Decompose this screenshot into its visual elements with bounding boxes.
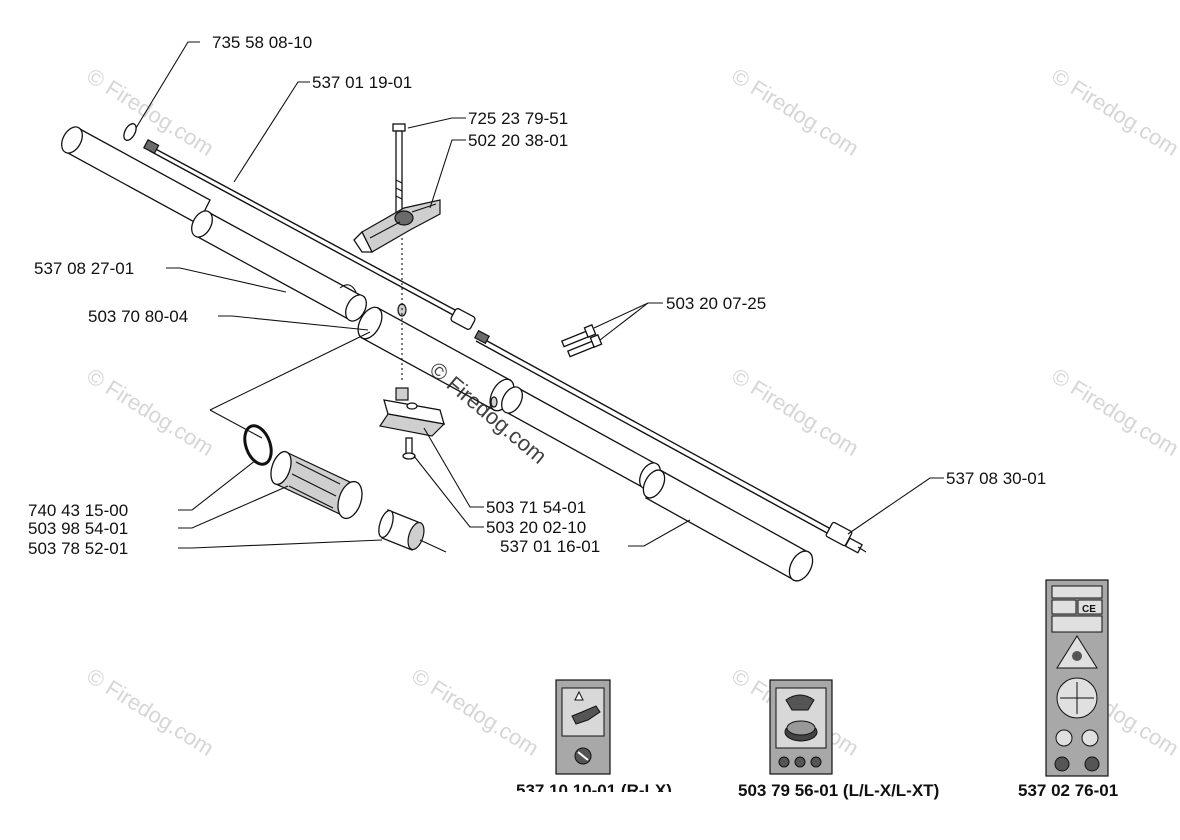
- lower-tube: [501, 386, 814, 582]
- callout-o-ring: 740 43 15-00: [28, 501, 128, 520]
- screws: [560, 324, 603, 358]
- bracket: [378, 387, 446, 437]
- assembly-line: [209, 409, 263, 439]
- watermark: © Firedog.com: [82, 663, 218, 761]
- bottom-screw: [402, 437, 416, 460]
- parts-drawing: [61, 123, 867, 582]
- callout-lower-tube: 537 01 16-01: [500, 537, 600, 556]
- callout-bottom-screw: 503 20 02-10: [486, 518, 586, 537]
- watermark: © Firedog.com: [82, 363, 218, 461]
- decal-hedge-trimmer: [555, 679, 611, 775]
- callout-shaft-end: 537 08 30-01: [946, 469, 1046, 488]
- leader-lines: [135, 41, 944, 549]
- watermarks: © Firedog.com © Firedog.com © Firedog.co…: [82, 63, 1180, 761]
- callout-bracket: 503 71 54-01: [486, 498, 586, 517]
- nut: [378, 509, 447, 553]
- decal-trimmer-head: [769, 679, 833, 775]
- callout-wing-knob: 502 20 38-01: [468, 131, 568, 150]
- upper-tube: [61, 126, 367, 322]
- decal-caption-3: 537 02 76-01: [1018, 781, 1118, 800]
- watermark: © Firedog.com: [407, 663, 543, 761]
- shaft-end-fitting: [825, 521, 867, 554]
- callout-nut: 503 78 52-01: [28, 539, 128, 558]
- watermark: © Firedog.com: [727, 63, 863, 161]
- callout-upper-tube: 537 08 27-01: [34, 259, 134, 278]
- clamp-tube: [357, 303, 515, 412]
- callout-screws: 503 20 07-25: [666, 294, 766, 313]
- watermark: © Firedog.com: [1047, 363, 1180, 461]
- watermark: © Firedog.com: [1047, 63, 1180, 161]
- callout-drive-shaft: 537 01 19-01: [312, 73, 412, 92]
- watermark: © Firedog.com: [727, 363, 863, 461]
- assembly-line: [209, 331, 371, 411]
- callout-clamp: 503 70 80-04: [88, 307, 188, 326]
- bushing: [270, 450, 363, 520]
- ce-mark: CE: [1082, 604, 1096, 615]
- decal-safety-label: CE: [1045, 579, 1109, 777]
- decal-captions: 537 10 10-01 (R-LX) 503 79 56-01 (L/L-X/…: [500, 781, 1118, 822]
- wing-knob: [353, 199, 441, 253]
- callout-washer: 735 58 08-10: [212, 33, 312, 52]
- caption-mask: [500, 792, 740, 822]
- drive-shaft: [143, 138, 841, 540]
- decal-caption-2: 503 79 56-01 (L/L-X/L-XT): [738, 781, 939, 800]
- washer: [123, 123, 137, 141]
- callout-bolt: 725 23 79-51: [468, 109, 568, 128]
- o-ring: [243, 424, 273, 466]
- callout-bushing: 503 98 54-01: [28, 519, 128, 538]
- callout-labels: 735 58 08-10 537 01 19-01 725 23 79-51 5…: [28, 33, 1046, 558]
